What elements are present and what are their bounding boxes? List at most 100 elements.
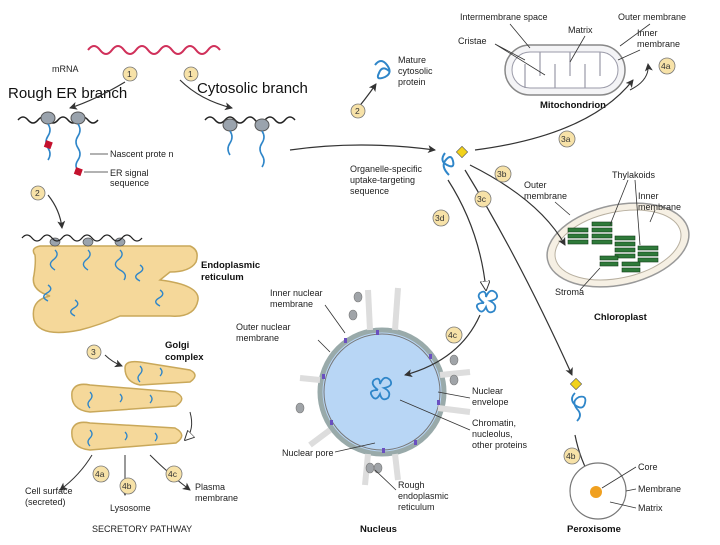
svg-text:3a: 3a: [561, 134, 571, 144]
ribosome-cyto-2: [254, 118, 270, 168]
arrow-to-cytosolic: [179, 79, 233, 111]
peroxisome-label: Peroxisome: [567, 524, 621, 535]
cell-surface-label-1: Cell surface: [25, 486, 73, 496]
outer-nuclear-membrane-label-1: Outer nuclear: [236, 322, 291, 332]
arrow-into-mito: [629, 63, 653, 91]
mature-protein-label-1: Mature: [398, 55, 426, 65]
cell-surface-label-2: (secreted): [25, 497, 66, 507]
er-signal-label-2: sequence: [110, 178, 149, 188]
stroma-label: Stroma: [555, 287, 584, 297]
mrna-rough: [17, 116, 99, 124]
inner-membrane-mito-label-2: membrane: [637, 39, 680, 49]
nuclear-pore-label: Nuclear pore: [282, 448, 334, 458]
nuclear-envelope-label-2: envelope: [472, 397, 509, 407]
step-1-cytosolic: 1: [183, 66, 199, 82]
step-3b: 3b: [494, 165, 512, 183]
chromatin-label-2: nucleolus,: [472, 429, 513, 439]
matrix-mito-label: Matrix: [568, 25, 593, 35]
peroxisome: [569, 462, 627, 520]
step-4c: 4c: [165, 465, 183, 483]
svg-text:3c: 3c: [477, 194, 487, 204]
svg-text:4b: 4b: [566, 451, 576, 461]
step-2-cytosolic: 2: [350, 103, 366, 119]
svg-text:4a: 4a: [95, 469, 105, 479]
thylakoids-label: Thylakoids: [612, 170, 656, 180]
inner-membrane-chloro-label-2: membrane: [638, 202, 681, 212]
protein-to-nucleus: [404, 314, 481, 378]
chloroplast: [546, 202, 690, 288]
mrna-strand: [87, 45, 221, 55]
step-4c-nucleus: 4c: [445, 326, 463, 344]
cytosolic-branch-label: Cytosolic branch: [197, 80, 308, 97]
outer-nuclear-membrane-label-2: membrane: [236, 333, 279, 343]
ribosome-rough-1: [40, 111, 56, 161]
mitochondrion-label: Mitochondrion: [540, 100, 606, 111]
rough-er-label-2: endoplasmic: [398, 491, 449, 501]
inner-membrane-chloro-label-1: Inner: [638, 191, 659, 201]
rough-er-label-3: reticulum: [398, 502, 435, 512]
mrna-label: mRNA: [52, 64, 79, 74]
inner-membrane-mito-label-1: Inner: [637, 28, 658, 38]
outer-membrane-mito-label: Outer membrane: [618, 12, 686, 22]
nuclear-protein-icon: [369, 376, 393, 401]
svg-text:3d: 3d: [435, 213, 445, 223]
svg-text:4b: 4b: [122, 481, 132, 491]
svg-text:2: 2: [355, 106, 360, 116]
golgi-label-2: complex: [165, 352, 204, 363]
perox-tag-icon: [569, 377, 583, 391]
svg-text:2: 2: [35, 188, 40, 198]
arrow-to-nucleus-protein: [447, 179, 486, 290]
plasma-membrane-label-2: membrane: [195, 493, 238, 503]
nucleus-label: Nucleus: [360, 524, 397, 535]
step-4a: 4a: [92, 465, 110, 483]
chromatin-label-1: Chromatin,: [472, 418, 516, 428]
outer-membrane-chloro-label-1: Outer: [524, 180, 547, 190]
organelle-seq-label-1: Organelle-specific: [350, 164, 423, 174]
plasma-membrane-label-1: Plasma: [195, 482, 225, 492]
rough-er-label-1: Rough: [398, 480, 425, 490]
golgi-label-1: Golgi: [165, 340, 189, 351]
svg-text:4c: 4c: [168, 469, 178, 479]
step-4a-mito: 4a: [658, 57, 676, 75]
mature-protein-icon: [374, 60, 391, 80]
membrane-perox-label: Membrane: [638, 484, 681, 494]
cristae-label: Cristae: [458, 36, 487, 46]
step-3-golgi: 3: [86, 344, 102, 360]
ribosome-cyto-1: [222, 118, 238, 156]
rough-er-branch-label: Rough ER branch: [8, 85, 127, 102]
step-3d: 3d: [432, 209, 450, 227]
er-label-1: Endoplasmic: [201, 260, 260, 271]
golgi-proteins: [87, 365, 163, 447]
nuclear-cytosol-protein-icon: [475, 289, 499, 314]
svg-text:4a: 4a: [661, 61, 671, 71]
svg-text:3b: 3b: [497, 169, 507, 179]
arrow-to-er: [47, 194, 66, 229]
arrow-to-rough: [69, 81, 126, 110]
mature-protein-label-2: cytosolic: [398, 66, 433, 76]
step-4b: 4b: [119, 477, 137, 495]
svg-text:1: 1: [188, 69, 193, 79]
mitochondrion: [504, 44, 626, 96]
inner-nuclear-membrane-label-1: Inner nuclear: [270, 288, 323, 298]
nascent-protein-label: Nascent prote n: [110, 149, 174, 159]
secretory-pathway-label: SECRETORY PATHWAY: [92, 524, 192, 534]
inner-nuclear-membrane-label-2: membrane: [270, 299, 313, 309]
er-label-2: reticulum: [201, 272, 244, 283]
intermembrane-space-label: Intermembrane space: [460, 12, 548, 22]
matrix-perox-label: Matrix: [638, 503, 663, 513]
mrna-cytosolic: [204, 116, 296, 124]
perox-protein-icon: [571, 392, 587, 422]
step-1-rough: 1: [122, 66, 138, 82]
nuclear-envelope-label-1: Nuclear: [472, 386, 503, 396]
arrow-to-cell-surface: [59, 454, 93, 491]
organelle-protein-icon: [441, 152, 455, 176]
outer-membrane-chloro-label-2: membrane: [524, 191, 567, 201]
er-signal-label-1: ER signal: [110, 168, 149, 178]
ribosome-rough-2: [70, 111, 86, 177]
core-label: Core: [638, 462, 658, 472]
svg-text:3: 3: [91, 347, 96, 357]
endoplasmic-reticulum: [21, 234, 199, 334]
arrow-to-organelle-protein: [289, 144, 436, 154]
organelle-seq-label-3: sequence: [350, 186, 389, 196]
